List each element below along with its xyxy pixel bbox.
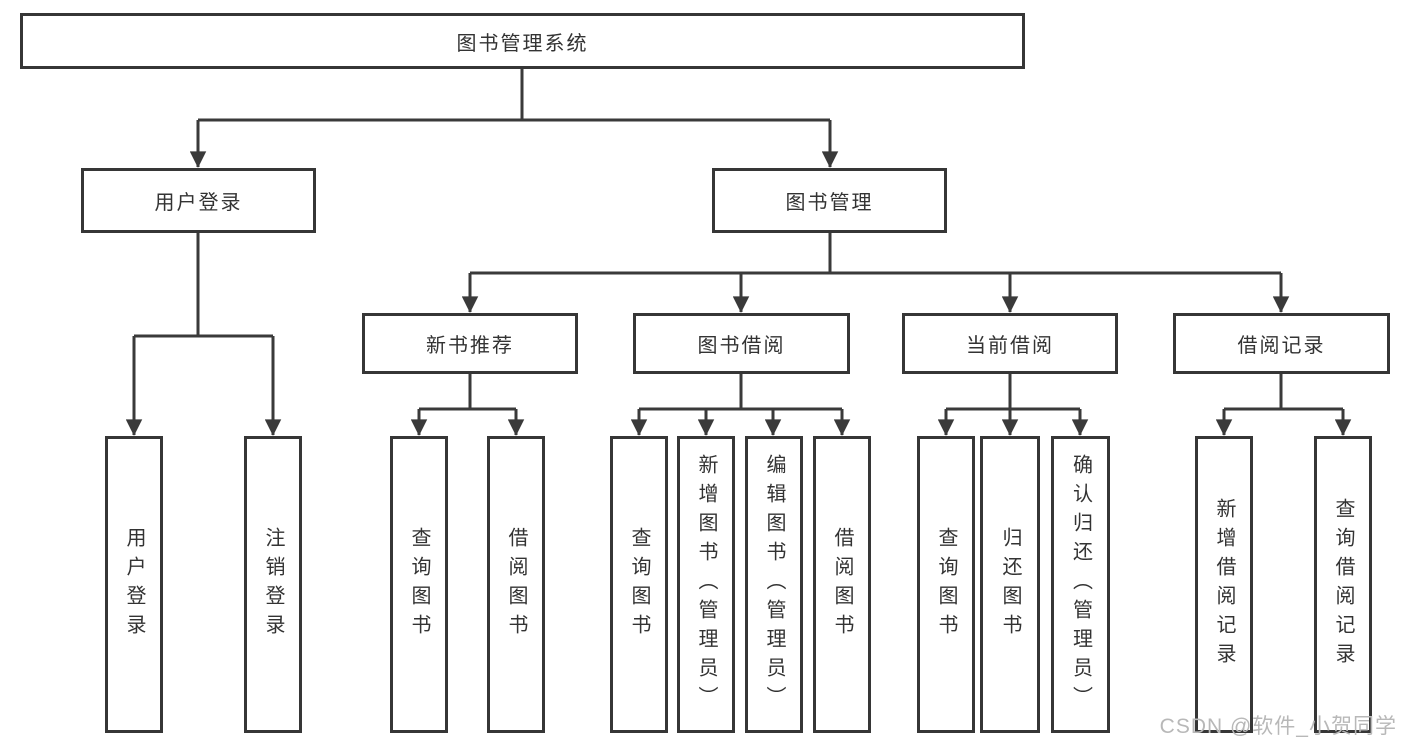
node-root-system: 图书管理系统 <box>20 13 1025 69</box>
node-leaf-cb-query-book: 查询图书 <box>917 436 975 733</box>
node-leaf-cb-return-book: 归还图书 <box>980 436 1040 733</box>
node-book-management-branch: 图书管理 <box>712 168 947 233</box>
node-leaf-br-query-record: 查询借阅记录 <box>1314 436 1372 733</box>
node-leaf-cb-confirm-return-admin: 确认归还（管理员） <box>1051 436 1110 733</box>
node-new-book-recommend: 新书推荐 <box>362 313 578 374</box>
node-leaf-logout: 注销登录 <box>244 436 302 733</box>
node-leaf-bb-add-book-admin: 新增图书（管理员） <box>677 436 735 733</box>
node-current-borrow: 当前借阅 <box>902 313 1118 374</box>
node-leaf-bb-query-book: 查询图书 <box>610 436 668 733</box>
csdn-watermark: CSDN @软件_小贺同学 <box>1159 715 1397 738</box>
node-book-borrow: 图书借阅 <box>633 313 850 374</box>
node-leaf-user-login: 用户登录 <box>105 436 163 733</box>
node-leaf-bb-borrow-book: 借阅图书 <box>813 436 871 733</box>
node-user-login-branch: 用户登录 <box>81 168 316 233</box>
node-leaf-bb-edit-book-admin: 编辑图书（管理员） <box>745 436 803 733</box>
node-leaf-nbr-borrow-book: 借阅图书 <box>487 436 545 733</box>
node-borrow-records: 借阅记录 <box>1173 313 1390 374</box>
node-leaf-br-add-record: 新增借阅记录 <box>1195 436 1253 733</box>
node-leaf-nbr-query-book: 查询图书 <box>390 436 448 733</box>
